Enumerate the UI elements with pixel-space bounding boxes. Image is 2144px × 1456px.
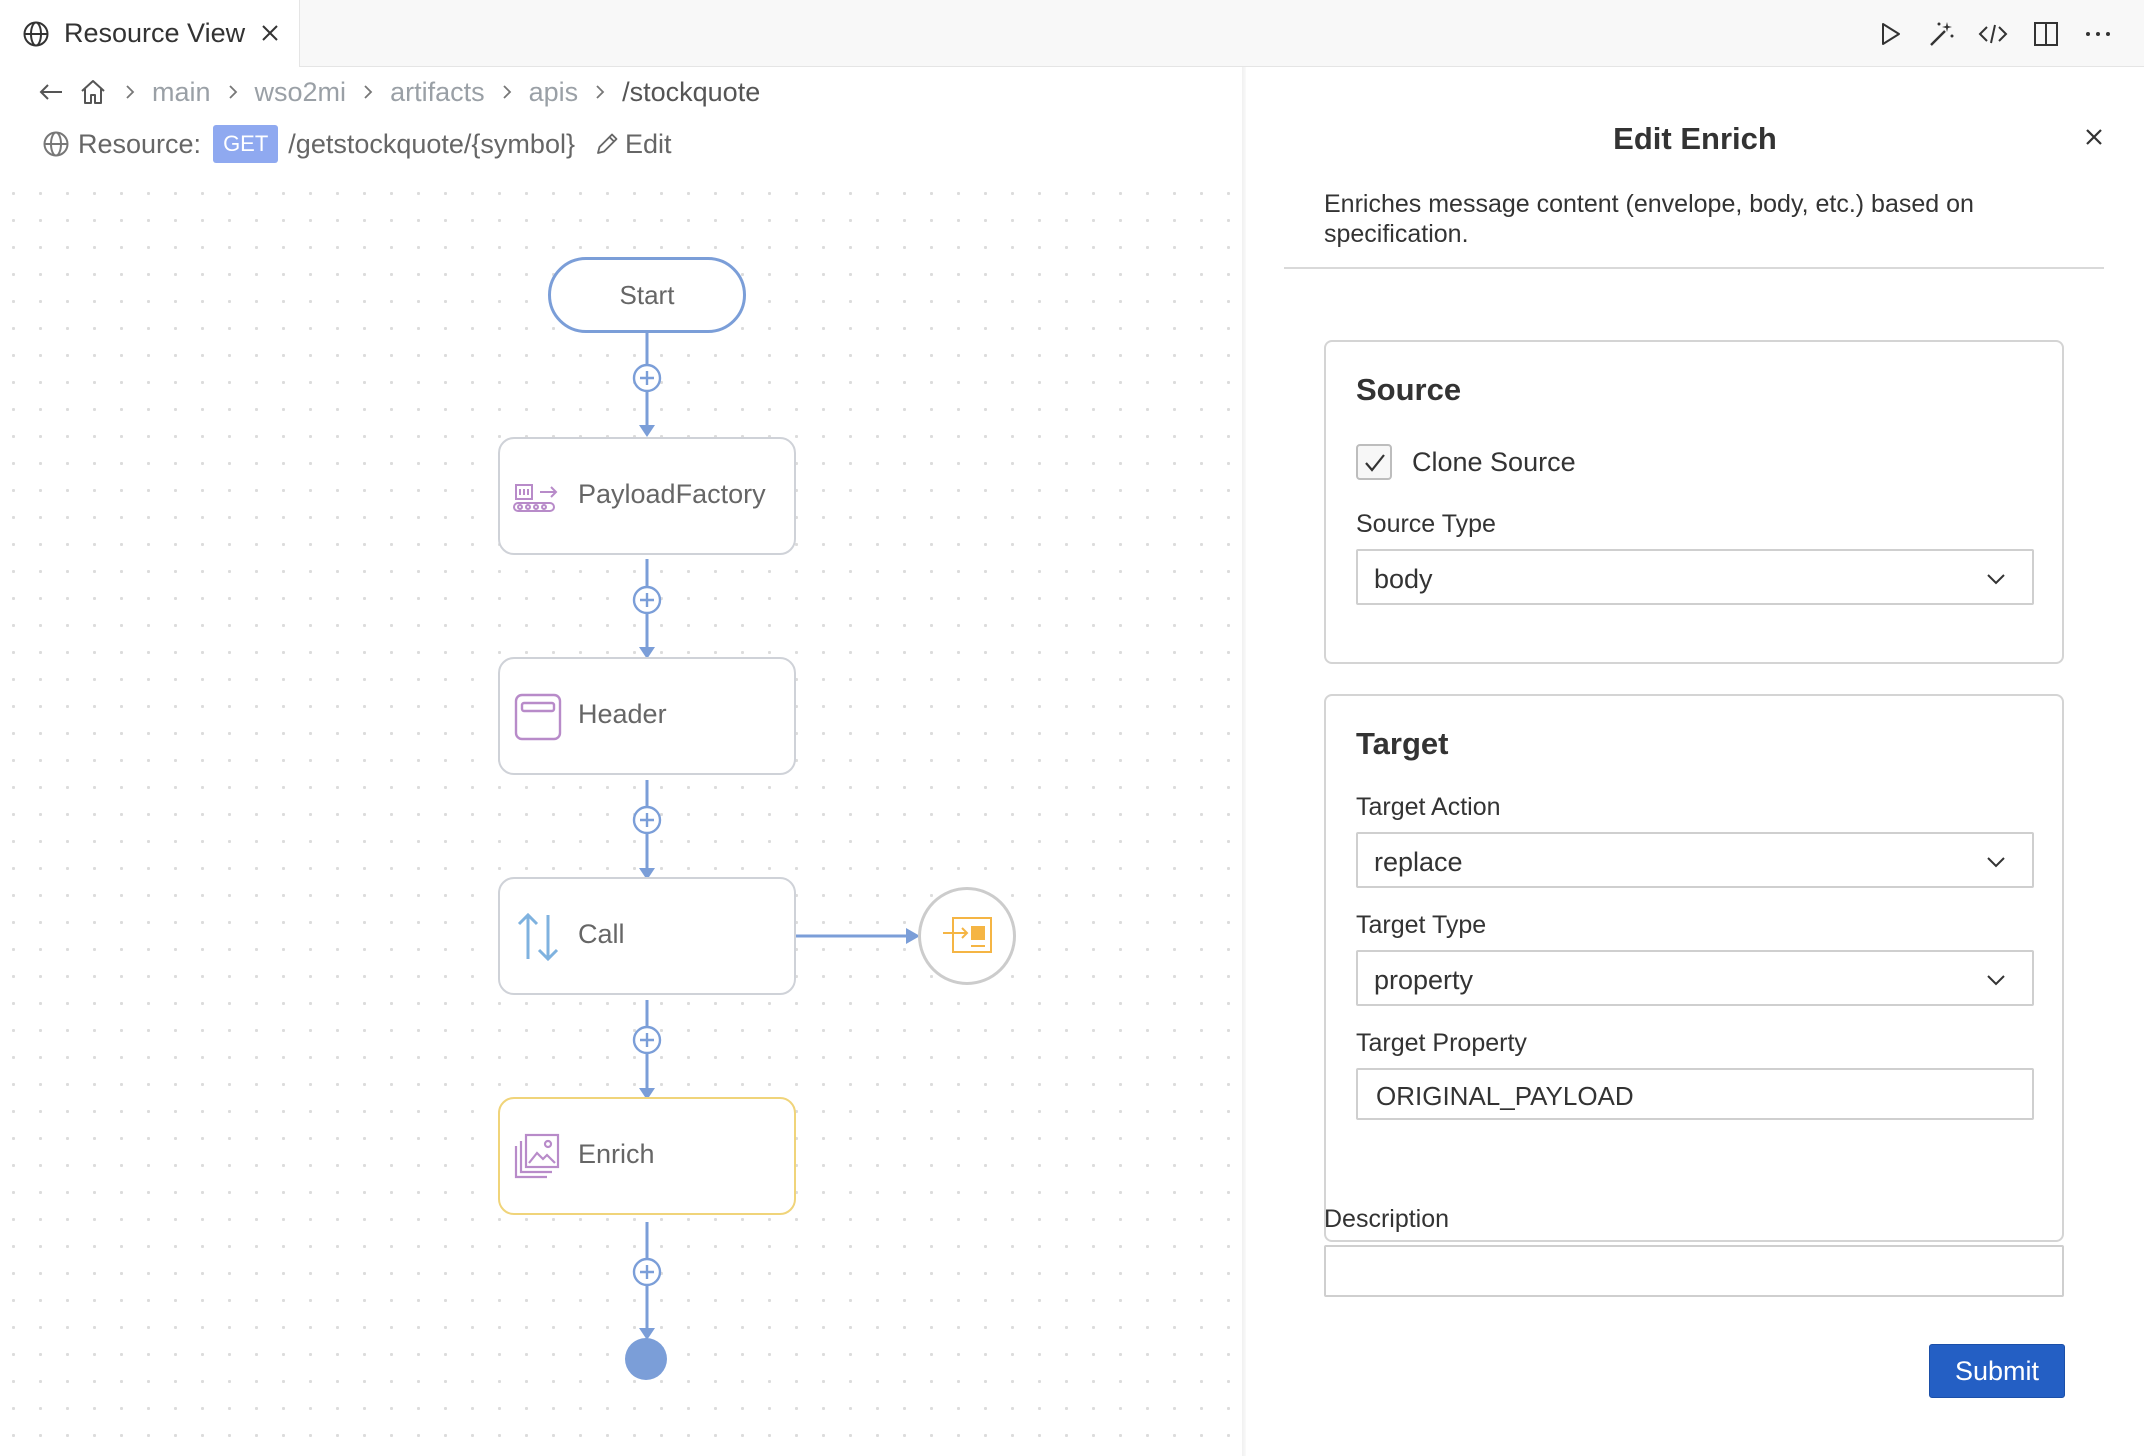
target-property-value: ORIGINAL_PAYLOAD xyxy=(1376,1081,1634,1111)
source-group: Source Clone Source Source Type body xyxy=(1324,340,2064,664)
node-label: Call xyxy=(578,919,625,949)
add-mediator-icon xyxy=(632,805,662,835)
edit-enrich-panel: Edit Enrich Enriches message content (en… xyxy=(1246,67,2144,1456)
split-editor-icon[interactable] xyxy=(2030,18,2062,50)
description-label: Description xyxy=(1324,1205,1450,1233)
source-type-value: body xyxy=(1374,564,1433,594)
code-icon[interactable] xyxy=(1977,18,2009,50)
enrich-node[interactable]: Enrich xyxy=(498,1097,796,1215)
header-icon xyxy=(514,693,562,741)
add-mediator-icon xyxy=(632,1025,662,1055)
tab-resource-view[interactable]: Resource View xyxy=(0,0,300,67)
payload-factory-icon xyxy=(513,484,558,512)
submit-button[interactable]: Submit xyxy=(1929,1344,2065,1398)
target-title: Target xyxy=(1356,726,1449,761)
back-arrow-icon[interactable] xyxy=(36,77,66,107)
call-icon xyxy=(517,912,559,962)
endpoint-icon xyxy=(943,917,992,953)
resource-header: Resource: GET /getstockquote/{symbol} Ed… xyxy=(42,120,672,168)
checkmark-icon xyxy=(1365,454,1385,472)
close-icon[interactable] xyxy=(2082,125,2106,149)
resource-label: Resource: xyxy=(78,128,202,159)
submit-label: Submit xyxy=(1954,1355,2040,1386)
payload-factory-node[interactable]: PayloadFactory xyxy=(498,437,796,555)
target-type-select[interactable]: property xyxy=(1356,950,2034,1006)
target-action-select[interactable]: replace xyxy=(1356,832,2034,888)
breadcrumb-item-apis[interactable]: apis xyxy=(528,76,579,107)
home-icon[interactable] xyxy=(78,77,108,107)
call-node[interactable]: Call xyxy=(498,877,796,995)
target-group: Target Target Action replace Target Type… xyxy=(1324,694,2064,1242)
pencil-icon xyxy=(597,133,618,154)
add-mediator-icon xyxy=(632,363,662,393)
magic-wand-icon[interactable] xyxy=(1925,18,1957,50)
breadcrumb-item-wso2mi[interactable]: wso2mi xyxy=(254,76,347,107)
add-mediator-buttons xyxy=(632,363,662,1287)
chevron-down-icon xyxy=(1987,975,2005,986)
panel-description: Enriches message content (envelope, body… xyxy=(1324,190,1974,248)
endpoint-node[interactable] xyxy=(918,887,1016,985)
source-type-select[interactable]: body xyxy=(1356,549,2034,605)
chevron-right-icon xyxy=(364,85,373,99)
more-actions-icon[interactable] xyxy=(2082,18,2114,50)
editor-tab-bar: Resource View xyxy=(0,0,2144,67)
close-icon[interactable] xyxy=(258,21,282,45)
target-action-label: Target Action xyxy=(1356,793,1501,821)
source-title: Source xyxy=(1356,372,1462,407)
flow-connectors xyxy=(632,333,920,1340)
panel-divider xyxy=(1242,67,1248,1456)
chevron-right-icon xyxy=(596,85,605,99)
add-mediator-icon xyxy=(632,1257,662,1287)
start-node[interactable]: Start xyxy=(548,257,746,333)
panel-title: Edit Enrich xyxy=(1613,121,1777,156)
header-node[interactable]: Header xyxy=(498,657,796,775)
node-label: PayloadFactory xyxy=(578,479,766,509)
diagram-canvas[interactable] xyxy=(0,180,1242,1456)
breadcrumb-item-artifacts[interactable]: artifacts xyxy=(390,76,485,107)
globe-icon xyxy=(43,131,69,157)
end-node xyxy=(625,1338,667,1380)
chevron-right-icon xyxy=(126,85,135,99)
chevron-down-icon xyxy=(1987,574,2005,585)
breadcrumb-item-main[interactable]: main xyxy=(152,76,211,107)
resource-path: /getstockquote/{symbol} xyxy=(288,128,575,159)
target-type-label: Target Type xyxy=(1356,911,1487,939)
target-property-input[interactable]: ORIGINAL_PAYLOAD xyxy=(1356,1068,2034,1120)
node-label: Enrich xyxy=(578,1139,655,1169)
target-type-value: property xyxy=(1374,965,1474,995)
clone-source-label: Clone Source xyxy=(1412,447,1576,477)
run-icon[interactable] xyxy=(1874,18,1906,50)
tab-title: Resource View xyxy=(64,18,246,48)
chevron-right-icon xyxy=(502,85,511,99)
description-input[interactable] xyxy=(1324,1245,2064,1297)
enrich-icon xyxy=(514,1133,560,1179)
clone-source-checkbox[interactable] xyxy=(1356,444,1392,480)
target-action-value: replace xyxy=(1374,847,1463,877)
start-label: Start xyxy=(619,279,675,310)
source-type-label: Source Type xyxy=(1356,510,1496,538)
chevron-down-icon xyxy=(1987,857,2005,868)
chevron-right-icon xyxy=(228,85,237,99)
edit-label: Edit xyxy=(624,128,672,159)
divider xyxy=(1284,267,2104,269)
target-property-label: Target Property xyxy=(1356,1029,1527,1057)
http-method-badge: GET xyxy=(213,125,279,163)
add-mediator-icon xyxy=(632,585,662,615)
globe-icon xyxy=(23,21,49,47)
breadcrumb: main wso2mi artifacts apis /stockquote xyxy=(36,72,760,112)
edit-resource-button[interactable]: Edit xyxy=(593,129,672,160)
breadcrumb-item-stockquote: /stockquote xyxy=(622,76,761,107)
node-label: Header xyxy=(578,699,667,729)
